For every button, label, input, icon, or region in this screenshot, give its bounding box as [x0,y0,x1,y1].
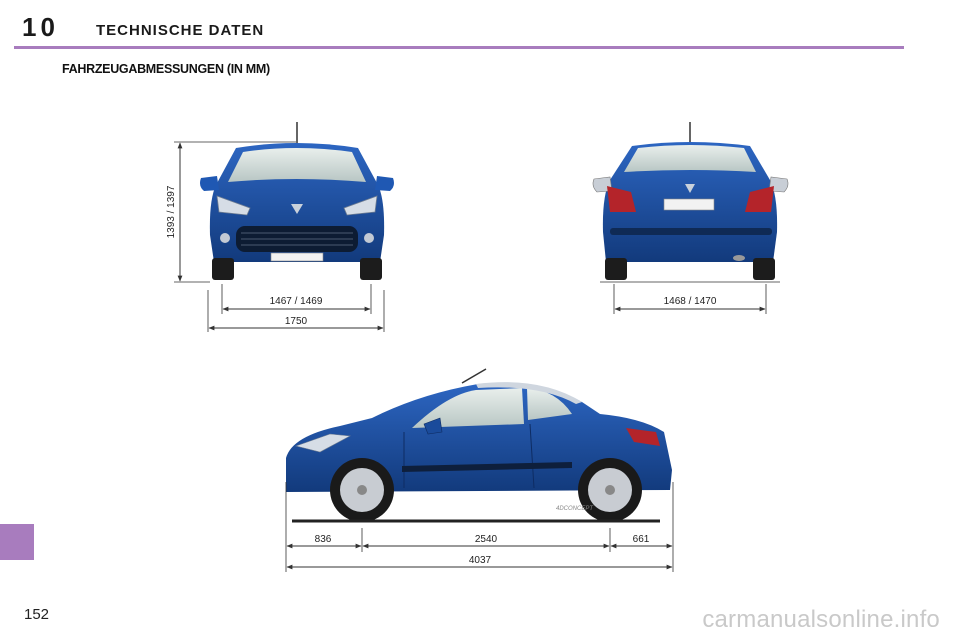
front-view-car [200,122,394,280]
rear-view-car [592,122,789,280]
front-overhang-label: 836 [315,534,332,545]
header-divider [14,46,904,49]
rear-track-label: 1468 / 1470 [664,296,717,307]
section-title: FAHRZEUGABMESSUNGEN (IN MM) [62,62,270,76]
rear-overhang-label: 661 [633,534,650,545]
front-track-label: 1467 / 1469 [270,296,323,307]
overall-width-label: 1750 [285,316,308,327]
page-number: 152 [24,606,50,623]
front-height-dimension: 1393 / 1397 [166,141,296,283]
overall-width-dimension: 1750 [207,290,385,332]
chapter-number: 10 [22,12,59,42]
side-dimension-lines: 836 2540 661 4037 [285,482,674,572]
height-label: 1393 / 1397 [166,185,177,238]
chapter-side-tab [0,524,34,560]
side-view-car: 4DCONCEPT [286,368,672,522]
vehicle-badge: 4DCONCEPT [556,506,594,512]
front-track-dimension: 1467 / 1469 [221,284,372,314]
watermark: carmanualsonline.info [702,606,940,633]
chapter-title: TECHNISCHE DATEN [96,22,265,39]
overall-length-label: 4037 [469,555,492,566]
wheelbase-label: 2540 [475,534,498,545]
rear-track-dimension: 1468 / 1470 [600,281,780,314]
